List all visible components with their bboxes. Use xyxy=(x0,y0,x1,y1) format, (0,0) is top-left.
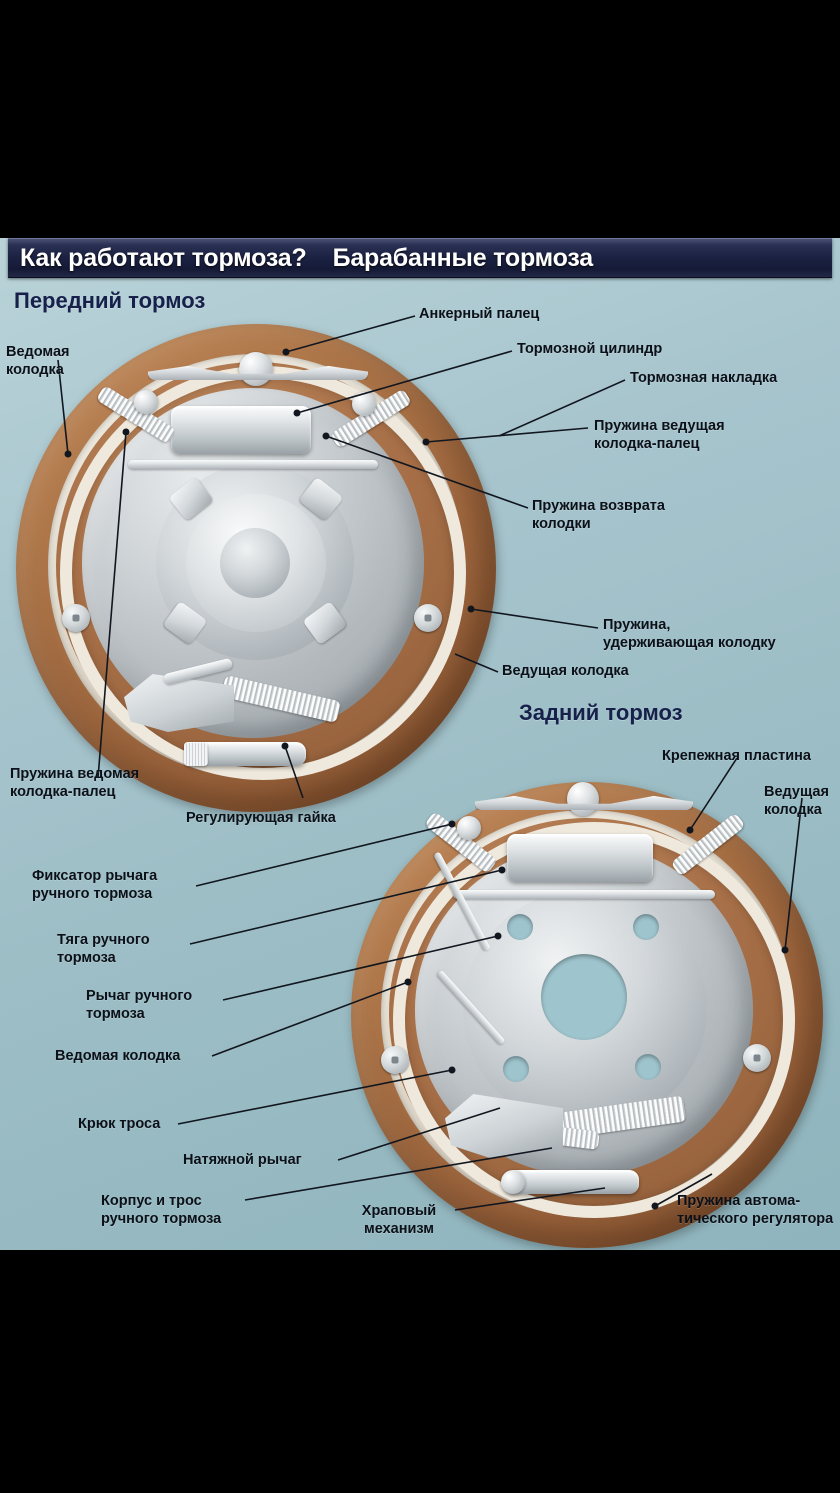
title-subject: Барабанные тормоза xyxy=(332,243,594,272)
rear-brake-heading: Задний тормоз xyxy=(519,700,683,725)
front-hub-cap xyxy=(220,528,290,598)
label-hold-down-spring: Пружина, удерживающая колодку xyxy=(603,617,776,651)
rear-anchor-pin xyxy=(567,782,599,816)
rear-stud-hole xyxy=(507,914,533,940)
front-hold-down-bolt-left xyxy=(62,604,90,632)
front-brake-assembly xyxy=(8,318,508,818)
front-brake-heading: Передний тормоз xyxy=(14,288,206,313)
label-handbrake-housing-cable: Корпус и трос ручного тормоза xyxy=(101,1193,222,1227)
label-cable-hook: Крюк троса xyxy=(78,1116,161,1132)
label-handbrake-lever-retainer: Фиксатор рычага ручного тормоза xyxy=(32,868,158,902)
front-right-spring-anchor xyxy=(352,392,376,416)
rear-ratchet-knob xyxy=(501,1170,525,1194)
label-rear-leading-shoe: Ведущая колодка xyxy=(764,784,829,818)
label-anchor-pin: Анкерный палец xyxy=(419,306,540,322)
label-brake-lining: Тормозная накладка xyxy=(630,370,778,386)
rear-hold-down-bolt-right xyxy=(743,1044,771,1072)
label-auto-adjuster-spring: Пружина автома- тического регулятора xyxy=(677,1193,834,1227)
rear-stud-hole xyxy=(503,1056,529,1082)
label-mounting-plate: Крепежная пластина xyxy=(662,748,811,764)
label-rear-trailing-shoe: Ведомая колодка xyxy=(55,1048,181,1064)
rear-left-spring-anchor xyxy=(457,816,481,840)
title-question: Как работают тормоза? xyxy=(20,243,307,272)
rear-ratchet-body xyxy=(505,1170,639,1194)
label-trailing-shoe-pin-spring: Пружина ведомая колодка-палец xyxy=(10,766,140,800)
front-wheel-cylinder xyxy=(171,406,311,454)
rear-wheel-cylinder xyxy=(507,834,653,882)
label-lead-shoe-spring: Пружина ведущая колодка-палец xyxy=(594,418,725,452)
label-shoe-return-spring: Пружина возврата колодки xyxy=(532,498,665,532)
label-trailing-shoe: Ведомая колодка xyxy=(6,344,70,378)
front-hold-down-bolt-right xyxy=(414,604,442,632)
label-handbrake-lever: Рычаг ручного тормоза xyxy=(86,988,193,1022)
front-left-spring-anchor xyxy=(134,390,158,414)
front-push-rod xyxy=(128,460,378,469)
front-anchor-pin xyxy=(239,352,273,386)
rear-push-rod xyxy=(453,890,715,899)
rear-stud-hole xyxy=(635,1054,661,1080)
rear-stud-hole xyxy=(633,914,659,940)
label-adjuster-nut: Регулирующая гайка xyxy=(186,810,336,826)
label-tension-lever: Натяжной рычаг xyxy=(183,1152,302,1168)
label-leading-shoe: Ведущая колодка xyxy=(502,663,629,679)
rear-brake-assembly xyxy=(345,778,835,1250)
diagram-content: Как работают тормоза? Барабанные тормоза xyxy=(0,238,840,1250)
front-adjuster-threads xyxy=(184,742,208,766)
label-brake-cylinder: Тормозной цилиндр xyxy=(517,341,663,357)
front-adjuster-lever xyxy=(124,674,234,732)
label-ratchet-mechanism: Храповый механизм xyxy=(361,1203,437,1237)
rear-axle-hole xyxy=(541,954,627,1040)
label-handbrake-rod: Тяга ручного тормоза xyxy=(57,932,150,966)
diagram-title-bar: Как работают тормоза? Барабанные тормоза xyxy=(8,238,832,278)
rear-hold-down-bolt-left xyxy=(381,1046,409,1074)
